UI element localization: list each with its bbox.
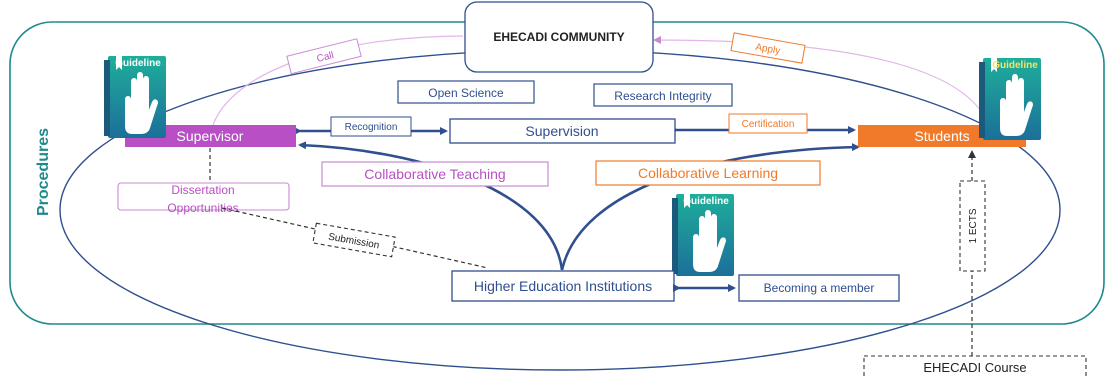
guideline-label-institutions: Guideline bbox=[683, 196, 729, 207]
becoming-member-node[interactable]: Becoming a member bbox=[738, 274, 900, 302]
open-science-node[interactable]: Open Science bbox=[397, 80, 535, 104]
institutions-node[interactable]: Higher Education Institutions bbox=[451, 270, 675, 302]
recognition-label-box: Recognition bbox=[330, 116, 412, 137]
recognition-label: Recognition bbox=[345, 122, 398, 133]
institutions-label: Higher Education Institutions bbox=[474, 278, 652, 294]
apply-curve bbox=[653, 36, 991, 129]
supervision-label: Supervision bbox=[525, 123, 598, 139]
becoming-member-label: Becoming a member bbox=[764, 281, 875, 295]
dissertation-node[interactable]: Dissertation Opportunities bbox=[117, 182, 290, 215]
supervisor-label: Supervisor bbox=[177, 128, 244, 144]
community-node[interactable]: EHECADI COMMUNITY bbox=[464, 1, 654, 73]
apply-label: Apply bbox=[754, 42, 781, 57]
open-science-label: Open Science bbox=[428, 86, 504, 100]
ects-label: 1 ECTS bbox=[968, 208, 979, 243]
collab-learning-label: Collaborative Learning bbox=[638, 165, 778, 181]
certification-label-box: Certification bbox=[728, 113, 808, 134]
call-label-box: Call bbox=[286, 38, 362, 75]
supervision-node[interactable]: Supervision bbox=[449, 118, 676, 144]
research-integrity-node[interactable]: Research Integrity bbox=[593, 83, 733, 107]
ects-label-box: 1 ECTS bbox=[959, 180, 986, 272]
course-node[interactable]: EHECADI Course bbox=[863, 355, 1087, 376]
dissertation-label-line2: Opportunities bbox=[167, 201, 238, 215]
dissertation-label-line1: Dissertation bbox=[171, 183, 234, 197]
guideline-label-supervisor: Guideline bbox=[115, 58, 161, 69]
certification-label: Certification bbox=[742, 119, 795, 130]
submission-label-box: Submission bbox=[312, 222, 396, 258]
guideline-label-students: Guideline bbox=[992, 60, 1038, 71]
community-title: EHECADI COMMUNITY bbox=[493, 30, 624, 44]
course-label: EHECADI Course bbox=[923, 360, 1026, 375]
call-label: Call bbox=[316, 50, 335, 65]
research-integrity-label: Research Integrity bbox=[614, 89, 711, 103]
supervisor-node[interactable]: Supervisor bbox=[125, 125, 296, 147]
guideline-book-icon: Guideline bbox=[672, 194, 734, 276]
procedures-label: Procedures bbox=[35, 128, 52, 216]
guideline-book-icon: Guideline bbox=[979, 58, 1041, 140]
students-label: Students bbox=[914, 128, 969, 144]
collab-teaching-node[interactable]: Collaborative Teaching bbox=[321, 161, 549, 187]
collab-learning-node[interactable]: Collaborative Learning bbox=[595, 160, 821, 186]
apply-label-box: Apply bbox=[730, 32, 806, 64]
guideline-book-icon: Guideline bbox=[104, 56, 166, 138]
collab-teaching-label: Collaborative Teaching bbox=[364, 166, 505, 182]
